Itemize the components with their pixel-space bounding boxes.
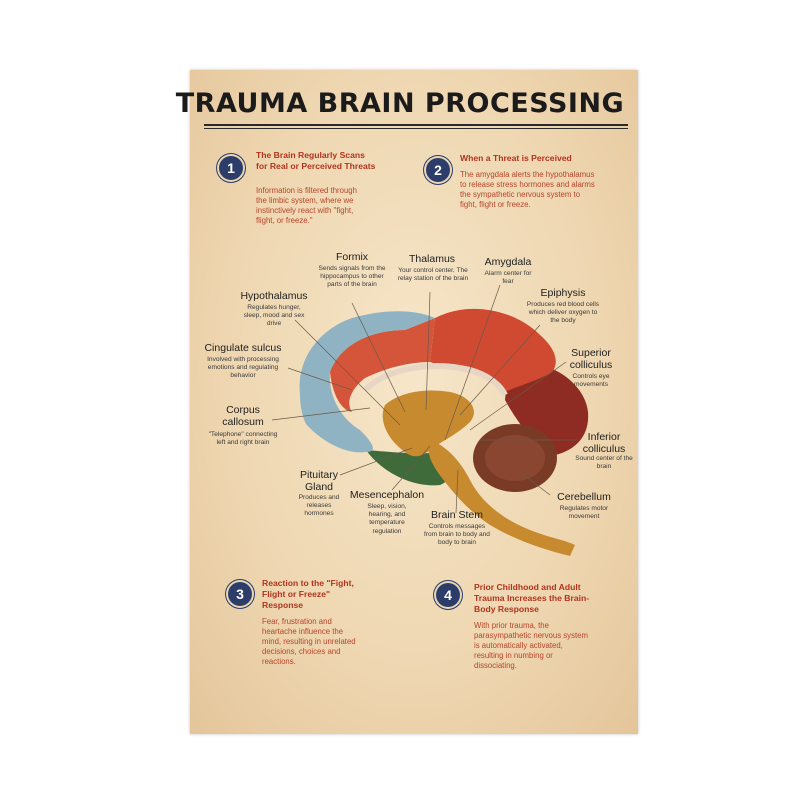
poster-title: TRAUMA BRAIN PROCESSING xyxy=(175,88,625,119)
brain-stem-shape xyxy=(428,440,575,556)
blue-cortex-region xyxy=(299,311,435,453)
brain-stem-leader xyxy=(455,469,459,514)
brain-stem-desc: Controls messages from brain to body and… xyxy=(424,523,490,547)
cerebellum-label: Cerebellum xyxy=(557,491,611,503)
hypothalamus-label: Hypothalamus xyxy=(240,290,308,302)
cerebellum-inner xyxy=(485,435,545,481)
mesencephalon-leader xyxy=(391,445,431,491)
hypothalamus-leader xyxy=(294,319,401,426)
thalamus-shape xyxy=(382,390,474,457)
section-4-heading: Prior Childhood and Adult Trauma Increas… xyxy=(474,582,590,614)
step-3-badge: 3 xyxy=(228,582,252,606)
cingulate-label: Cingulate sulcus xyxy=(204,342,282,354)
cerebellum-desc: Regulates motor movement xyxy=(559,505,609,521)
section-1-heading: The Brain Regularly Scans for Real or Pe… xyxy=(256,150,376,171)
section-1-body: Information is filtered through the limb… xyxy=(256,186,357,225)
cingulate-desc: Involved with processing emotions and re… xyxy=(207,356,279,380)
title-rule-top xyxy=(204,124,628,126)
formix-label: Formix xyxy=(335,251,369,263)
thalamus-label: Thalamus xyxy=(408,253,456,265)
step-2-badge: 2 xyxy=(426,158,450,182)
corpus-callosum-shape xyxy=(362,363,508,397)
formix-leader xyxy=(351,302,406,413)
section-2-heading: When a Threat is Perceived xyxy=(460,153,572,163)
amygdala-leader xyxy=(444,284,501,441)
thalamus-leader xyxy=(425,291,431,411)
pituitary-desc: Produces and releases hormones xyxy=(298,494,340,518)
inferior-colliculus-label: Inferior colliculus xyxy=(582,431,626,455)
brain-stem-label: Brain Stem xyxy=(431,509,483,521)
red-cortex-region xyxy=(430,308,556,392)
corpus-callosum-leader xyxy=(271,407,371,421)
step-1-badge: 1 xyxy=(219,156,243,180)
step-4-badge: 4 xyxy=(436,583,460,607)
cerebellum-leader xyxy=(519,471,551,496)
section-4-body: With prior trauma, the parasympathetic n… xyxy=(474,621,588,670)
occipital-region xyxy=(505,362,589,456)
epiphysis-leader xyxy=(459,324,541,416)
superior-colliculus-label: Superior colliculus xyxy=(569,347,613,371)
amygdala-label: Amygdala xyxy=(484,256,532,268)
pituitary-label: Pituitary Gland xyxy=(300,469,338,493)
corpus-callosum-desc: "Telephone" connecting left and right br… xyxy=(208,431,278,447)
title-rule-bottom xyxy=(204,128,628,129)
superior-colliculus-desc: Controls eye movements xyxy=(572,373,610,389)
pituitary-leader xyxy=(339,447,413,476)
inferior-colliculus-desc: Sound center of the brain xyxy=(575,455,633,471)
cingulate-leader xyxy=(287,367,353,391)
corpus-callosum-label: Corpus callosum xyxy=(222,404,264,428)
section-3-heading: Reaction to the "Fight, Flight or Freeze… xyxy=(262,578,354,610)
amygdala-desc: Alarm center for fear xyxy=(484,270,532,286)
green-region xyxy=(366,450,450,486)
superior-colliculus-leader xyxy=(469,361,567,431)
formix-desc: Sends signals from the hippocampus to ot… xyxy=(318,265,386,289)
mesencephalon-desc: Sleep, vision, hearing, and temperature … xyxy=(367,503,407,535)
mesencephalon-label: Mesencephalon xyxy=(349,489,425,501)
epiphysis-desc: Produces red blood cells which deliver o… xyxy=(526,301,600,325)
thalamus-desc: Your control center. The relay station o… xyxy=(397,267,469,283)
epiphysis-label: Epiphysis xyxy=(540,287,586,299)
hypothalamus-desc: Regulates hunger, sleep, mood and sex dr… xyxy=(243,304,305,328)
section-3-body: Fear, frustration and heartache influenc… xyxy=(262,617,356,666)
section-2-body: The amygdala alerts the hypothalamus to … xyxy=(460,170,595,209)
